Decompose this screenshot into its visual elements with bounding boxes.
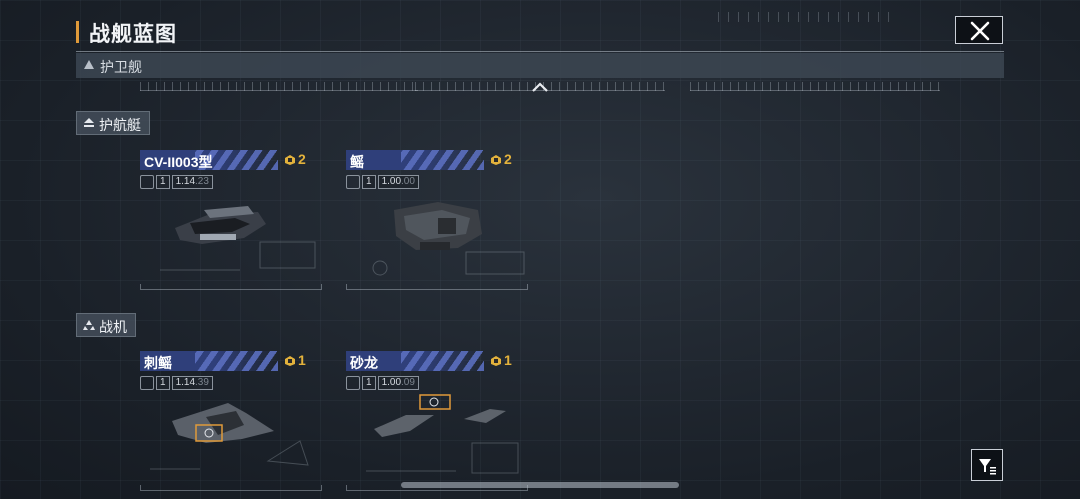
title-accent [76, 21, 79, 43]
horizontal-scrollbar[interactable] [401, 482, 679, 488]
category-label: 护航艇 [99, 117, 141, 133]
filter-icon [979, 459, 996, 475]
blueprint-token-icon [285, 155, 295, 165]
card-header: 鳐 [346, 150, 484, 170]
triangle-icon [84, 60, 94, 69]
blueprint-token-icon [491, 155, 501, 165]
ship-card[interactable]: 刺鳐 1 1 1.14.39 [140, 351, 330, 491]
stat-level: 1 [156, 175, 170, 189]
stat-level: 1 [362, 175, 376, 189]
ship-illustration [366, 394, 519, 474]
faction-icon [346, 376, 360, 390]
ship-illustration [160, 206, 316, 271]
category-label: 战机 [99, 319, 127, 335]
blueprint-count: 1 [284, 352, 306, 368]
card-header: 刺鳐 [140, 351, 278, 371]
ruler-left [140, 82, 418, 91]
ruler-middle [415, 82, 665, 91]
close-icon [970, 21, 990, 41]
decorative-ticks [718, 12, 893, 22]
card-stats: 1 1.14.23 [140, 174, 213, 190]
blueprint-count: 2 [284, 151, 306, 167]
ship-card[interactable]: 砂龙 1 1 1.00.09 [346, 351, 536, 491]
card-header: CV-II003型 [140, 150, 278, 170]
faction-icon [346, 175, 360, 189]
category-tag-fighter: 战机 [76, 313, 136, 337]
title-bar: 战舰蓝图 [76, 14, 1004, 52]
collapse-button[interactable] [530, 80, 550, 94]
stat-level: 1 [362, 376, 376, 390]
filter-button[interactable] [971, 449, 1003, 481]
blueprint-count: 2 [490, 151, 512, 167]
category-tag-escort: 护航艇 [76, 111, 150, 135]
blueprint-token-icon [285, 356, 295, 366]
fighter-category-icon [83, 320, 95, 330]
close-button[interactable] [955, 16, 1003, 44]
card-stats: 1 1.00.09 [346, 375, 419, 391]
section-header-frigate[interactable]: 护卫舰 [76, 53, 1004, 78]
card-stats: 1 1.00.00 [346, 174, 419, 190]
chevron-up-icon [532, 82, 548, 92]
card-base [140, 485, 322, 491]
section-label: 护卫舰 [100, 59, 142, 75]
card-stats: 1 1.14.39 [140, 375, 213, 391]
card-base [140, 284, 322, 290]
ship-name: 刺鳐 [144, 355, 172, 371]
ship-illustration [150, 403, 309, 470]
ship-name: CV-II003型 [144, 154, 213, 170]
ship-name: 砂龙 [350, 355, 378, 371]
stat-version: 1.14.23 [171, 175, 213, 189]
stat-version: 1.00.09 [377, 376, 419, 390]
ship-name: 鳐 [350, 154, 364, 170]
blueprint-token-icon [491, 356, 501, 366]
stat-version: 1.14.39 [171, 376, 213, 390]
card-base [346, 284, 528, 290]
page-title: 战舰蓝图 [89, 23, 177, 46]
globe-icon [140, 175, 154, 189]
stat-level: 1 [156, 376, 170, 390]
ruler-right [690, 82, 940, 91]
ship-card[interactable]: 鳐 2 1 1.00.00 [346, 150, 536, 290]
blueprint-count: 1 [490, 352, 512, 368]
ship-card[interactable]: CV-II003型 2 1 1.14.23 [140, 150, 330, 290]
ship-illustration [372, 202, 525, 276]
escort-category-icon [84, 118, 94, 127]
stat-version: 1.00.00 [377, 175, 419, 189]
card-header: 砂龙 [346, 351, 484, 371]
header-divider [76, 51, 1004, 52]
card-base [346, 485, 528, 491]
faction-icon [140, 376, 154, 390]
